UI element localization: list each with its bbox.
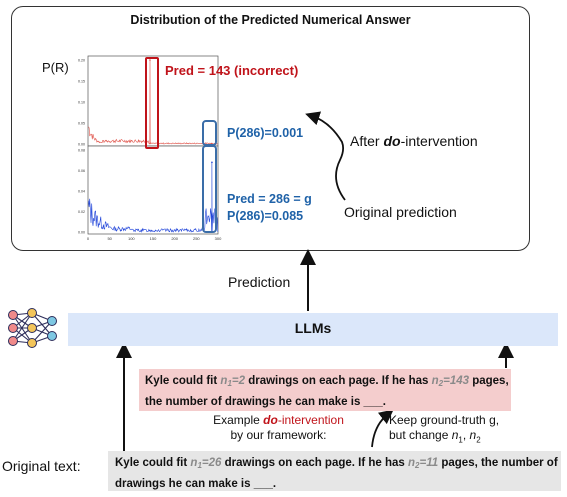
keep-ground-truth-note: Keep ground-truth g,but change n1, n2 [389, 413, 499, 447]
y-tick-label: 0.20 [78, 59, 85, 63]
peak-point [149, 59, 151, 61]
y-tick-label: 0.04 [78, 190, 85, 194]
after-prefix: After [350, 133, 384, 149]
var-n: n [431, 375, 439, 387]
llms-bar [68, 313, 558, 346]
note-sep: , [462, 428, 470, 442]
n1-variable: n1=26 [190, 457, 222, 470]
y-tick-label: 0.05 [78, 122, 85, 126]
after-intervention-label: After do-intervention [350, 133, 478, 149]
plot-frame [87, 55, 219, 147]
pred-incorrect-annotation: Pred = 143 (incorrect) [165, 63, 299, 78]
y-tick-label: 0.08 [78, 149, 85, 153]
x-tick-label: 250 [193, 236, 200, 241]
var-n: n [408, 457, 416, 469]
curved-arrow-after [305, 111, 346, 201]
var-n: n [190, 457, 198, 469]
llms-label: LLMs [294, 320, 332, 336]
series-line [88, 162, 219, 233]
var-sub: 1 [227, 379, 232, 388]
prompt-text: drawings on each page. If he has [221, 457, 409, 469]
x-tick-label: 200 [171, 236, 178, 241]
pred-143-highlight [145, 57, 159, 149]
y-tick-label: 0.02 [78, 210, 85, 214]
after-suffix: -intervention [400, 133, 478, 149]
peak-point [211, 142, 213, 145]
prediction-label: Prediction [228, 274, 291, 290]
var-sub: 1 [197, 461, 202, 470]
original-text-label: Original text: [2, 458, 81, 474]
original-prompt: Kyle could fit n1=26 drawings on each pa… [115, 454, 559, 493]
curved-arrow-intervention [371, 409, 394, 448]
x-tick-label: 150 [150, 236, 157, 241]
note-do: do [263, 413, 278, 427]
var-sub: 2 [476, 435, 481, 445]
neural-network-icon [8, 308, 57, 348]
y-tick-label: 0.00 [78, 231, 85, 235]
after-do: do [383, 133, 401, 149]
intervened-prompt: Kyle could fit n1=2 drawings on each pag… [145, 372, 509, 411]
prompt-text: drawings on each page. If he has [245, 375, 432, 387]
peak-point [211, 161, 213, 164]
y-axis-label: P(R) [42, 60, 69, 75]
var-sub: 2 [438, 379, 444, 388]
note-text: Keep ground-truth g, [389, 413, 500, 427]
p286-after-annotation: P(286)=0.001 [227, 126, 304, 140]
var-n: n [220, 375, 228, 387]
var-value: =26 [201, 457, 222, 469]
note-text: by our framework: [230, 428, 327, 442]
var-value: =11 [419, 457, 439, 469]
original-prompt-box [108, 451, 561, 491]
chart-title: Distribution of the Predicted Numerical … [130, 13, 411, 27]
after-intervention-chart: 0.20 0.15 0.10 0.05 0.00 [78, 55, 219, 147]
y-tick-label: 0.06 [78, 169, 85, 173]
n2-variable: n2=143 [431, 375, 470, 388]
x-tick-label: 50 [107, 236, 112, 241]
y-tick-label: 0.00 [78, 143, 85, 147]
var-value: =143 [443, 375, 470, 387]
series-line [88, 59, 218, 145]
x-tick-label: 0 [87, 236, 90, 241]
x-tick-label: 300 [215, 236, 222, 241]
plot-frame [87, 145, 219, 235]
x-tick-label: 100 [128, 236, 135, 241]
original-prediction-label: Original prediction [344, 204, 457, 220]
var-sub: 2 [415, 461, 420, 470]
var-n: n [469, 428, 477, 442]
orig-286-highlight [202, 145, 217, 233]
n1-variable: n1=2 [220, 375, 246, 388]
prompt-text: Kyle could fit [145, 375, 221, 387]
var-n: n [451, 428, 459, 442]
pred-correct-annotation: Pred = 286 = g [227, 192, 312, 206]
note-text: but change [389, 428, 452, 442]
var-value: =2 [231, 375, 246, 387]
n2-variable: n2=11 [408, 457, 439, 470]
y-tick-label: 0.15 [78, 80, 85, 84]
prompt-text: pages, the number of drawings he can mak… [115, 457, 558, 490]
y-tick-label: 0.10 [78, 101, 85, 105]
note-text: Example [213, 413, 264, 427]
prompt-text: pages, the number of drawings he can mak… [145, 375, 509, 408]
note-suffix: -intervention [277, 413, 344, 427]
var-sub: 1 [458, 435, 463, 445]
prompt-text: Kyle could fit [115, 457, 191, 469]
p286-orig-annotation: P(286)=0.085 [227, 209, 304, 223]
intervened-prompt-box [139, 369, 511, 411]
